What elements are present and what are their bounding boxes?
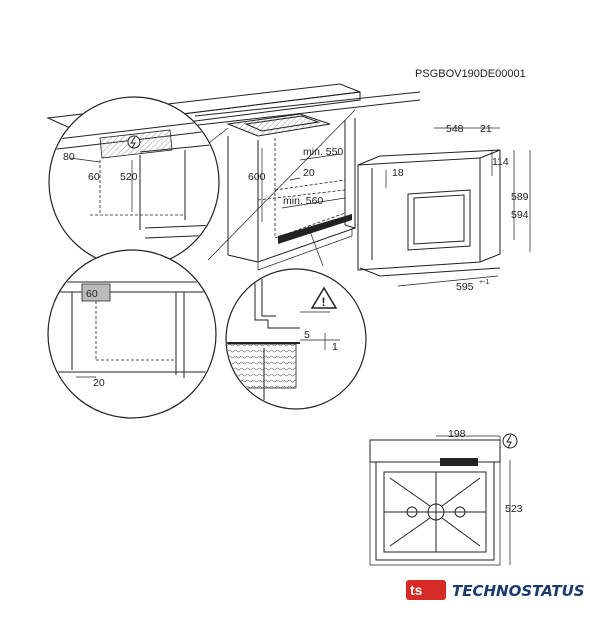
brand-logo-mark <box>406 580 446 600</box>
dim-589: 589 <box>511 191 529 203</box>
dim-520: 520 <box>120 171 138 183</box>
dim-80: 80 <box>63 151 75 163</box>
dim-114: 114 <box>492 156 509 168</box>
model-code: PSGBOV190DE00001 <box>415 68 526 80</box>
dim-20-left: 20 <box>93 377 105 389</box>
brand-name: TECHNOSTATUS <box>452 582 585 600</box>
warning-triangle-icon: ! <box>310 286 338 309</box>
dim-21: 21 <box>480 123 492 135</box>
dim-min-550: min. 550 <box>303 146 343 158</box>
detail-circle-left: 60 20 <box>47 249 217 419</box>
dim-198: 198 <box>448 428 466 440</box>
dim-523: 523 <box>505 503 523 515</box>
dim-60-left: 60 <box>86 288 98 300</box>
dim-600: 600 <box>248 171 266 183</box>
dim-60-top: 60 <box>88 171 100 183</box>
svg-text:ts: ts <box>410 582 423 598</box>
oven-top-view <box>369 433 518 566</box>
dim-595-tolerance: +-1 <box>479 279 489 286</box>
dim-548: 548 <box>446 123 464 135</box>
dim-min-560: min. 560 <box>283 195 323 207</box>
dim-18: 18 <box>392 167 404 179</box>
dim-5: 5 <box>304 329 310 341</box>
grill-grid <box>383 471 487 553</box>
detail-circle-mounting: ! 5 1 <box>225 268 367 410</box>
power-plug-icon <box>127 135 141 149</box>
dim-594: 594 <box>511 209 529 221</box>
cabinet-perspective: 600 min. 550 20 min. 560 <box>46 83 421 271</box>
hob-cutout <box>226 113 331 137</box>
svg-text:!: ! <box>322 295 326 309</box>
oven-side-view <box>357 127 531 287</box>
dim-1: 1 <box>332 341 338 353</box>
power-plug-icon-bottom <box>502 433 518 449</box>
dim-20-cabinet: 20 <box>303 167 315 179</box>
dim-595: 595 <box>456 281 474 293</box>
brand-logo: ts TECHNOSTATUS <box>406 580 585 600</box>
detail-circle-top: 80 60 520 <box>48 96 220 268</box>
